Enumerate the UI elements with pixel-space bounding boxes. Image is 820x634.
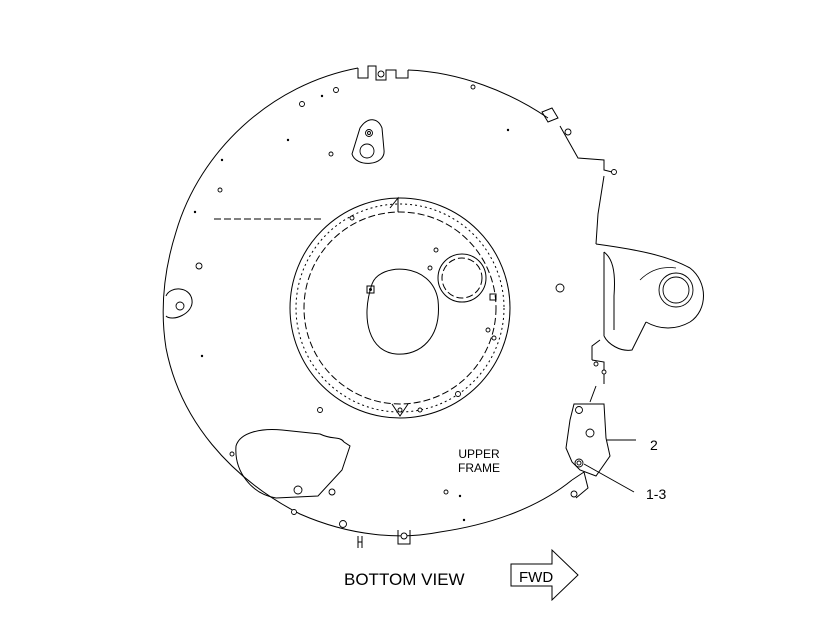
- left-lug: [165, 288, 193, 319]
- frame-fastener-holes: [193, 84, 617, 522]
- upper-frame-label-line2: FRAME: [458, 461, 500, 475]
- central-ring: [289, 196, 511, 419]
- view-title: BOTTOM VIEW: [344, 570, 465, 589]
- inner-oval-cutout: [366, 268, 439, 355]
- right-arm-boss: [639, 267, 694, 308]
- upper-frame-label-line1: UPPER: [458, 447, 500, 461]
- frame-outline: [162, 67, 704, 537]
- callout-2-label: 2: [650, 437, 658, 453]
- bottom-left-pocket: [235, 429, 351, 499]
- bottom-features: [291, 490, 578, 548]
- top-notch: [357, 65, 409, 81]
- top-right-bracket: [541, 107, 572, 136]
- item-2-bracket: [565, 403, 611, 477]
- fwd-arrow-icon: FWD: [510, 548, 579, 602]
- ring-large-hole: [437, 253, 497, 303]
- top-lobe: [351, 119, 385, 164]
- fwd-label: FWD: [519, 569, 553, 586]
- callout-1-3-leader: [583, 463, 635, 493]
- callout-1-3-label: 1-3: [646, 486, 666, 502]
